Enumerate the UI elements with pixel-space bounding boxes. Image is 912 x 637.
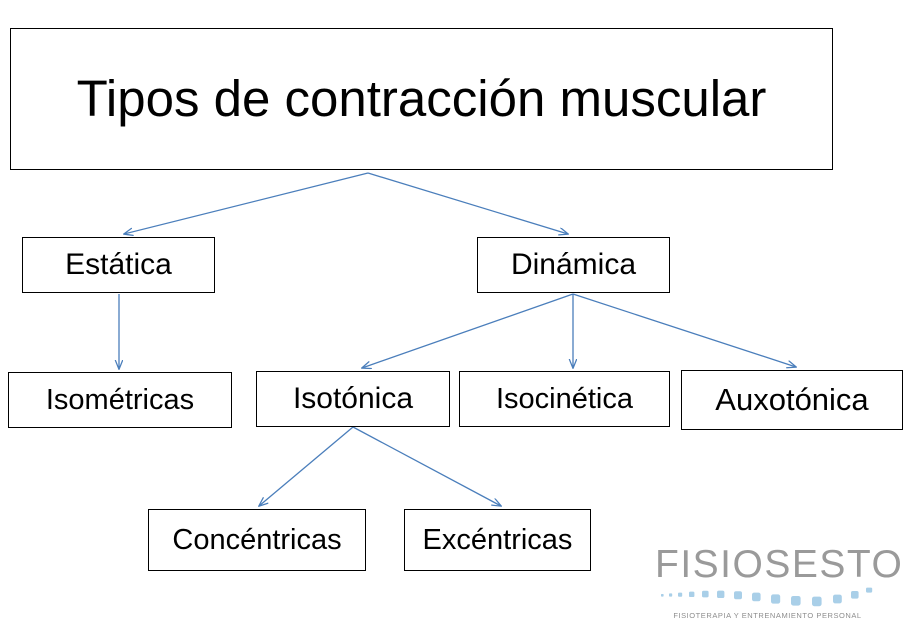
node-estatica[interactable]: Estática [22,237,215,293]
node-excentricas-label: Excéntricas [422,523,573,556]
node-auxotonica-label: Auxotónica [715,381,869,417]
edge-isotonica-excentricas [352,426,501,506]
logo-dots-arc-icon [661,587,873,607]
node-dinamica[interactable]: Dinámica [477,237,670,293]
edge-isotonica-concentricas [259,426,354,506]
logo-wordmark: FISIOSESTO [655,543,904,586]
node-isometricas-label: Isométricas [45,383,195,416]
node-concentricas-label: Concéntricas [172,523,342,556]
edge-root-dinamica [367,172,568,234]
logo-tagline: FISIOTERAPIA Y ENTRENAMIENTO PERSONAL [673,611,862,620]
edge-dinamica-auxotonica [572,293,796,367]
node-isocinetica[interactable]: Isocinética [459,371,670,427]
node-isotonica[interactable]: Isotónica [256,371,450,427]
node-isotonica-label: Isotónica [292,382,414,416]
node-isocinetica-label: Isocinética [495,382,633,415]
fisiosesto-logo: FISIOSESTO FISIOTERAPIA Y ENTRENAMIENTO … [655,543,904,623]
edge-root-estatica [124,172,369,234]
node-concentricas[interactable]: Concéntricas [148,509,366,571]
node-isometricas[interactable]: Isométricas [8,372,232,428]
node-excentricas[interactable]: Excéntricas [404,509,591,571]
node-estatica-label: Estática [65,248,172,282]
node-title-label: Tipos de contracción muscular [76,70,767,128]
node-dinamica-label: Dinámica [510,248,637,282]
node-tipos-de-contraccion-muscular[interactable]: Tipos de contracción muscular [10,28,833,170]
edge-dinamica-isotonica [362,293,574,368]
node-auxotonica[interactable]: Auxotónica [681,370,903,430]
